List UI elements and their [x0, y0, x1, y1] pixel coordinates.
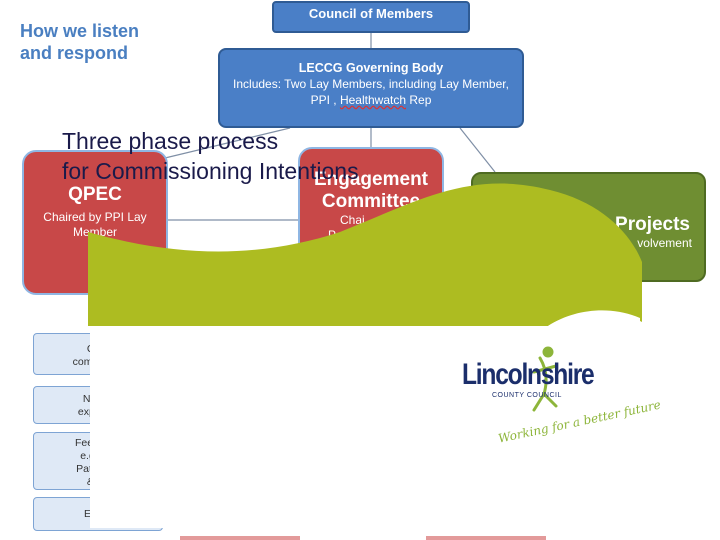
- lincolnshire-logo-figure: [532, 346, 558, 412]
- engagement-title2: Committee: [321, 191, 421, 212]
- council-label: Council of Members: [308, 6, 434, 21]
- governing-body-title: LECCG Governing Body: [298, 61, 444, 75]
- qpec-title: QPEC: [68, 184, 122, 205]
- banner-green-wave: [88, 183, 642, 326]
- council-of-members-box: Council of Members: [272, 1, 470, 33]
- qpec-sub2: Member: [72, 225, 117, 239]
- engagement-sub1: Chai: [340, 213, 365, 227]
- logo-name: Lincolnshire: [462, 358, 595, 391]
- engagement-title1: Engagement: [313, 169, 429, 190]
- small-box-4-line1: E: [84, 508, 92, 520]
- slide-title-line2: and respond: [20, 43, 129, 63]
- gov-line2-post: Rep: [409, 93, 432, 107]
- bottom-box-left: [180, 536, 300, 540]
- governing-body-line2: PPI , Healthwatch Rep: [220, 92, 522, 108]
- slide-title-line1: How we listen: [20, 21, 140, 41]
- gov-line2-pre: PPI ,: [310, 93, 337, 107]
- banner-white-panel: [90, 310, 640, 528]
- overlay-line1: Three phase process: [62, 128, 279, 154]
- governing-body-line1: Includes: Two Lay Members, including Lay…: [233, 77, 509, 91]
- logo-council: COUNTY COUNCIL: [492, 392, 562, 399]
- bottom-box-right: [426, 536, 546, 540]
- arrow-gov-qpec: [164, 127, 291, 159]
- qpec-sub1: Chaired by PPI Lay: [43, 210, 147, 224]
- gov-line2-healthwatch: Healthwatch: [339, 93, 407, 107]
- lincolnshire-logo: Lincolnshire COUNTY COUNCIL: [462, 358, 622, 400]
- arrow-gov-proj: [459, 127, 496, 173]
- projects-sub: volvement: [637, 236, 692, 250]
- slide-title: How we listen and respond: [20, 20, 139, 64]
- governing-body-box: LECCG Governing Body Includes: Two Lay M…: [218, 48, 524, 128]
- overlay-title: Three phase process for Commissioning In…: [62, 126, 359, 186]
- overlay-line2: for Commissioning Intentions: [62, 158, 359, 184]
- projects-title: Projects: [615, 214, 690, 235]
